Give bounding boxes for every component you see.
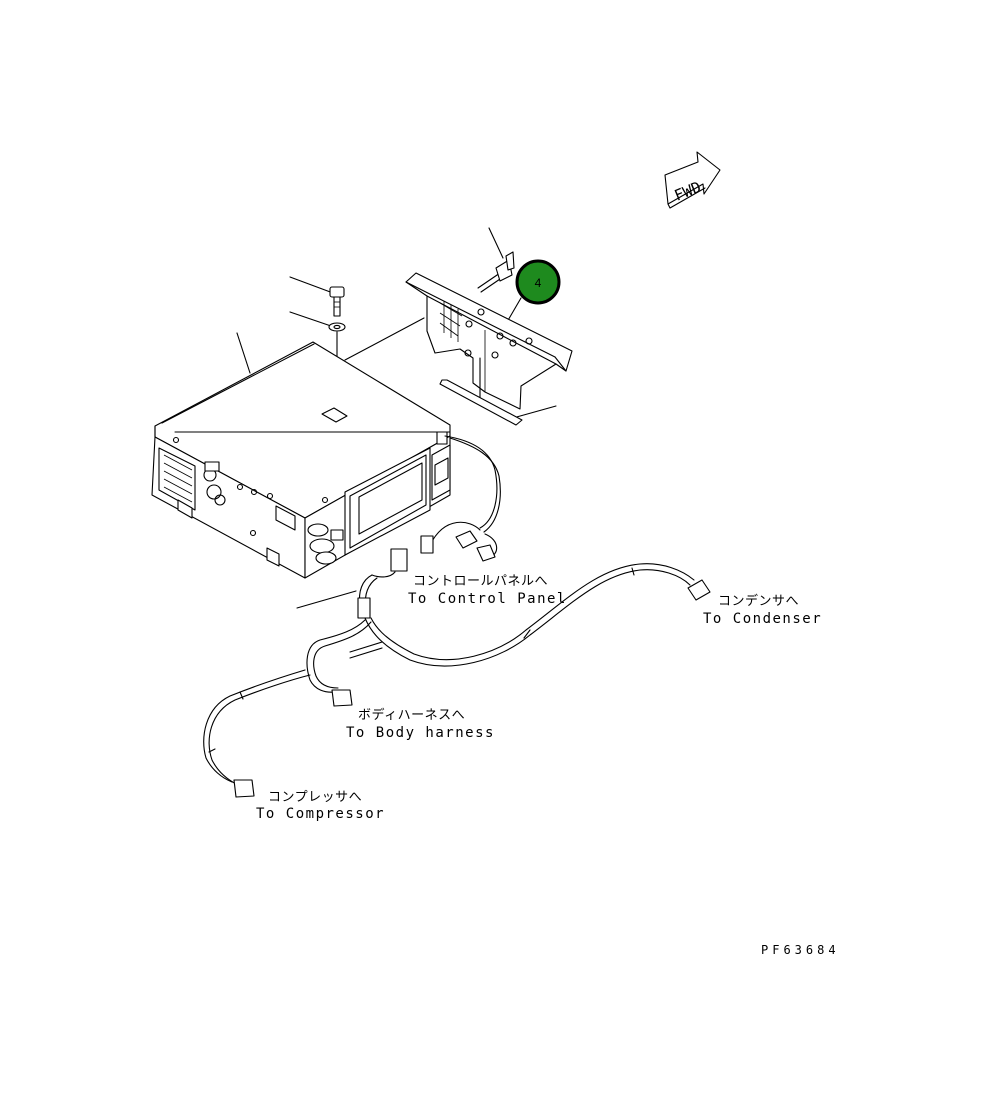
label-condenser-jp: コンデンサへ [718, 594, 800, 609]
label-compressor-jp: コンプレッサへ [268, 790, 363, 805]
wing-bolt-icon [477, 251, 515, 293]
figure-code: PF63684 [761, 943, 840, 957]
air-conditioner-unit-icon [151, 341, 451, 579]
wiring-harness-icon [203, 435, 711, 798]
callout-4-circle [515, 259, 561, 305]
bolt-icon [329, 286, 345, 317]
label-body-harness-jp: ボディハーネスへ [358, 708, 466, 723]
callout-4: 4 [515, 259, 561, 305]
callout-4-number: 4 [535, 276, 542, 290]
label-control-panel-en: To Control Panel [408, 591, 567, 607]
label-compressor-en: To Compressor [256, 806, 386, 822]
leader-lines [236, 227, 557, 609]
label-control-panel-jp: コントロールパネルへ [413, 574, 549, 589]
label-body-harness-en: To Body harness [346, 725, 495, 741]
seal-strip-icon [439, 379, 523, 426]
bracket-icon [405, 272, 573, 410]
label-condenser-en: To Condenser [703, 611, 823, 627]
fwd-arrow-icon: FWD [664, 151, 721, 209]
